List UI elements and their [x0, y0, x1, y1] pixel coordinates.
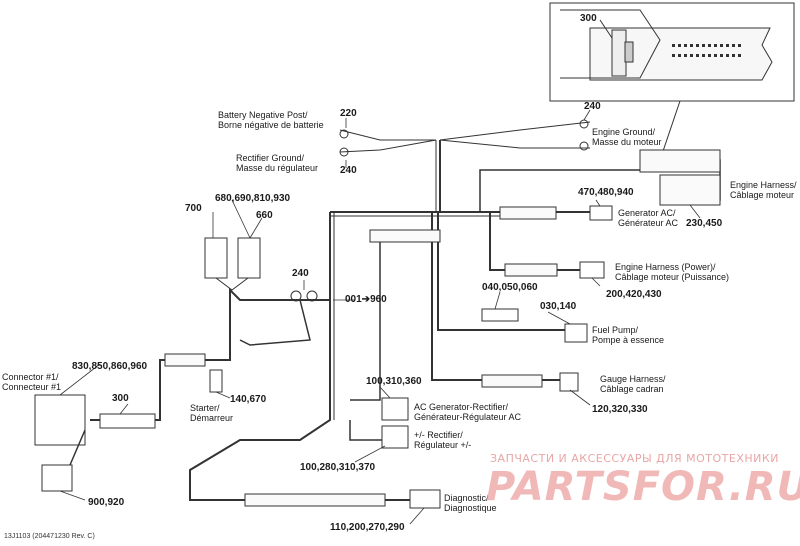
engine-harness-label-fr: Câblage moteur: [730, 190, 795, 200]
fuel-pump-label: Fuel Pump/: [592, 325, 639, 335]
fuel-pump-label-fr: Pompe à essence: [592, 335, 665, 345]
gauge-harness-label: Gauge Harness/: [600, 374, 666, 384]
diagnostic-label-fr: Diagnostique: [444, 503, 497, 513]
watermark-tagline: ЗАПЧАСТИ И АКСЕССУАРЫ ДЛЯ МОТОТЕХНИКИ: [490, 452, 779, 465]
rectifier-label-fr: Régulateur +/-: [414, 440, 472, 450]
engine-harness-power-label-fr: Câblage moteur (Puissance): [615, 272, 730, 282]
part-number-470: 470,480,940: [578, 187, 634, 198]
engine-ground-label: Engine Ground/: [592, 127, 656, 137]
part-number-240-a: 240: [340, 165, 357, 176]
part-number-240-c: 240: [292, 268, 309, 279]
battery-post-label: Battery Negative Post/: [218, 110, 308, 120]
ac-gen-rectifier-label: AC Generator-Rectifier/: [414, 402, 509, 412]
rectifier-ground-label: Rectifier Ground/: [236, 153, 305, 163]
engine-harness-power-label: Engine Harness (Power)/: [615, 262, 716, 272]
part-number-120: 120,320,330: [592, 404, 648, 415]
part-number-200: 200,420,430: [606, 289, 662, 300]
part-number-100-a: 100,310,360: [366, 376, 422, 387]
part-number-110: 110,200,270,290: [330, 522, 405, 533]
starter-label-fr: Démarreur: [190, 413, 234, 423]
part-number-900: 900,920: [88, 497, 125, 508]
part-number-300: 300: [112, 393, 129, 404]
part-number-300-inset: 300: [580, 13, 597, 24]
starter-label: Starter/: [190, 403, 220, 413]
engine-ground-label-fr: Masse du moteur: [592, 137, 662, 147]
part-number-830: 830,850,860,960: [72, 361, 148, 372]
gauge-harness-label-fr: Câblage cadran: [600, 384, 664, 394]
ac-gen-rectifier-label-fr: Générateur-Régulateur AC: [414, 412, 522, 422]
part-number-100-b: 100,280,310,370: [300, 462, 376, 473]
watermark-logo: PARTSFOR.RU: [486, 464, 800, 510]
battery-post-label-fr: Borne négative de batterie: [218, 120, 324, 130]
reference-code: 13J1103 (204471230 Rev. C): [4, 533, 95, 540]
part-number-680: 680,690,810,930: [215, 193, 291, 204]
part-number-001: 001➔960: [345, 294, 387, 305]
rectifier-label: +/- Rectifier/: [414, 430, 463, 440]
connector1-label: Connector #1/: [2, 372, 59, 382]
diagnostic-label: Diagnostic/: [444, 493, 489, 503]
generator-ac-label: Generator AC/: [618, 208, 676, 218]
rectifier-ground-label-fr: Masse du régulateur: [236, 163, 319, 173]
part-number-040: 040,050,060: [482, 282, 538, 293]
engine-harness-label: Engine Harness/: [730, 180, 797, 190]
part-number-030: 030,140: [540, 301, 577, 312]
part-number-660: 660: [256, 210, 273, 221]
part-number-230: 230,450: [686, 218, 723, 229]
connector1-label-fr: Connecteur #1: [2, 382, 62, 392]
part-number-700: 700: [185, 203, 202, 214]
generator-ac-label-fr: Générateur AC: [618, 218, 679, 228]
part-number-240-b: 240: [584, 101, 601, 112]
part-number-140: 140,670: [230, 394, 267, 405]
trunk-main: [189, 212, 410, 501]
part-number-220: 220: [340, 108, 357, 119]
